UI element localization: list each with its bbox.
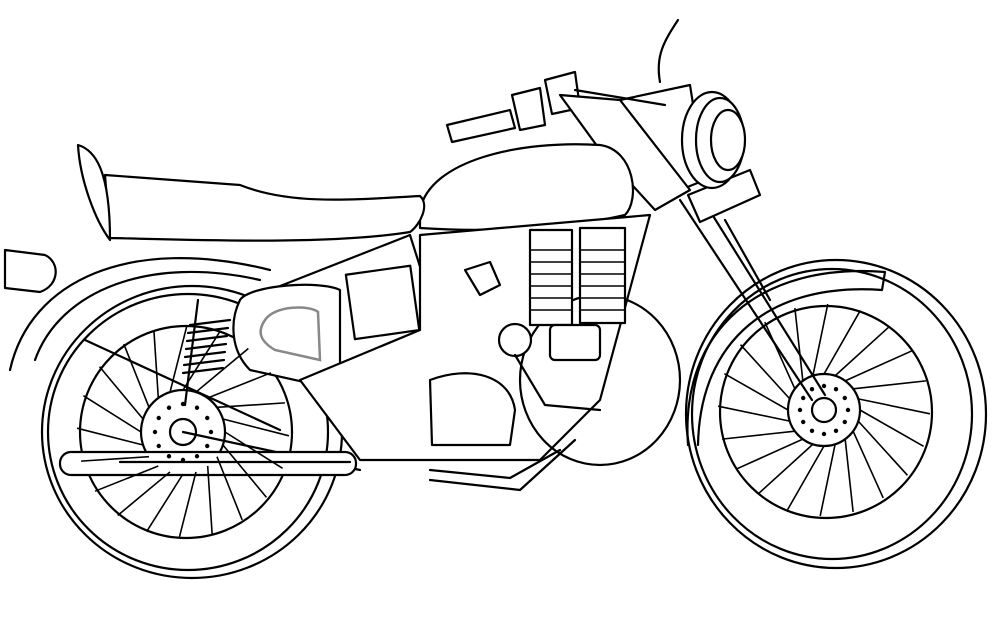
frame-neck [558, 93, 692, 212]
hub-bolt [205, 415, 210, 421]
spoke [844, 350, 913, 382]
front-fork [678, 168, 827, 402]
front-wheel [684, 258, 988, 570]
hub-bolt [821, 431, 827, 437]
spoke [823, 310, 862, 375]
hub-bolt [156, 415, 161, 421]
hub-bolt [821, 383, 827, 389]
spoke [853, 380, 927, 390]
spoke [207, 372, 272, 399]
hub-bolt [194, 405, 200, 410]
hub-bolt [809, 387, 815, 392]
spoke [222, 444, 268, 498]
hub-bolt [194, 454, 200, 459]
spoke [758, 443, 814, 495]
spoke [222, 418, 290, 437]
hub-bolt [797, 407, 803, 413]
spoke [94, 465, 159, 492]
spoke [117, 471, 171, 517]
hub-bolt [166, 405, 172, 410]
spoke [178, 471, 197, 539]
spoke [224, 431, 284, 470]
spoke [857, 420, 909, 476]
hub-bolt [833, 387, 839, 392]
spoke [858, 398, 931, 415]
hub-bolt [809, 428, 815, 433]
hub-bolt [842, 395, 847, 401]
seat [103, 173, 426, 242]
hub-bolt [180, 401, 186, 407]
hub-bolt [208, 429, 214, 435]
spoke [82, 394, 142, 433]
spoke [169, 325, 188, 393]
hub-bolt [801, 395, 806, 401]
spoke [216, 456, 243, 521]
battery-cover [232, 283, 342, 392]
spoke [819, 444, 836, 517]
front-fender [686, 269, 887, 447]
spoke [812, 303, 829, 376]
spoke [735, 438, 804, 470]
handlebar [445, 70, 667, 144]
hub-bolt [801, 419, 806, 425]
hub-bolt [845, 407, 851, 413]
hub-bolt [180, 457, 186, 463]
spoke [834, 325, 890, 377]
fuel-tank [418, 143, 635, 231]
spoke [145, 473, 184, 533]
wheel-spokes [76, 303, 931, 539]
spoke [153, 330, 160, 399]
spoke [195, 347, 249, 393]
spoke [739, 344, 791, 400]
hub-bolts [152, 383, 851, 463]
hub-bolt [205, 443, 210, 449]
hub-bolt [833, 428, 839, 433]
headlight [618, 18, 747, 192]
spoke [786, 445, 825, 510]
hub-bolt [156, 443, 161, 449]
spoke [216, 402, 285, 409]
spoke [764, 321, 796, 390]
spoke [717, 405, 790, 422]
rear-fender [8, 257, 272, 372]
spoke [844, 439, 854, 513]
spoke [76, 427, 144, 446]
spoke [721, 430, 795, 440]
hub-bolt [152, 429, 158, 435]
hub-bolt [842, 419, 847, 425]
tank-badge [259, 306, 322, 362]
tail-light [3, 248, 57, 294]
spoke [98, 366, 144, 420]
engine [298, 213, 682, 467]
spoke [123, 343, 150, 408]
spoke [724, 372, 789, 411]
spoke [81, 455, 150, 462]
spoke [182, 331, 221, 391]
spoke [852, 430, 884, 499]
spoke [206, 465, 213, 534]
spoke [794, 307, 804, 381]
hub-bolt [166, 454, 172, 459]
spoke [859, 409, 924, 448]
